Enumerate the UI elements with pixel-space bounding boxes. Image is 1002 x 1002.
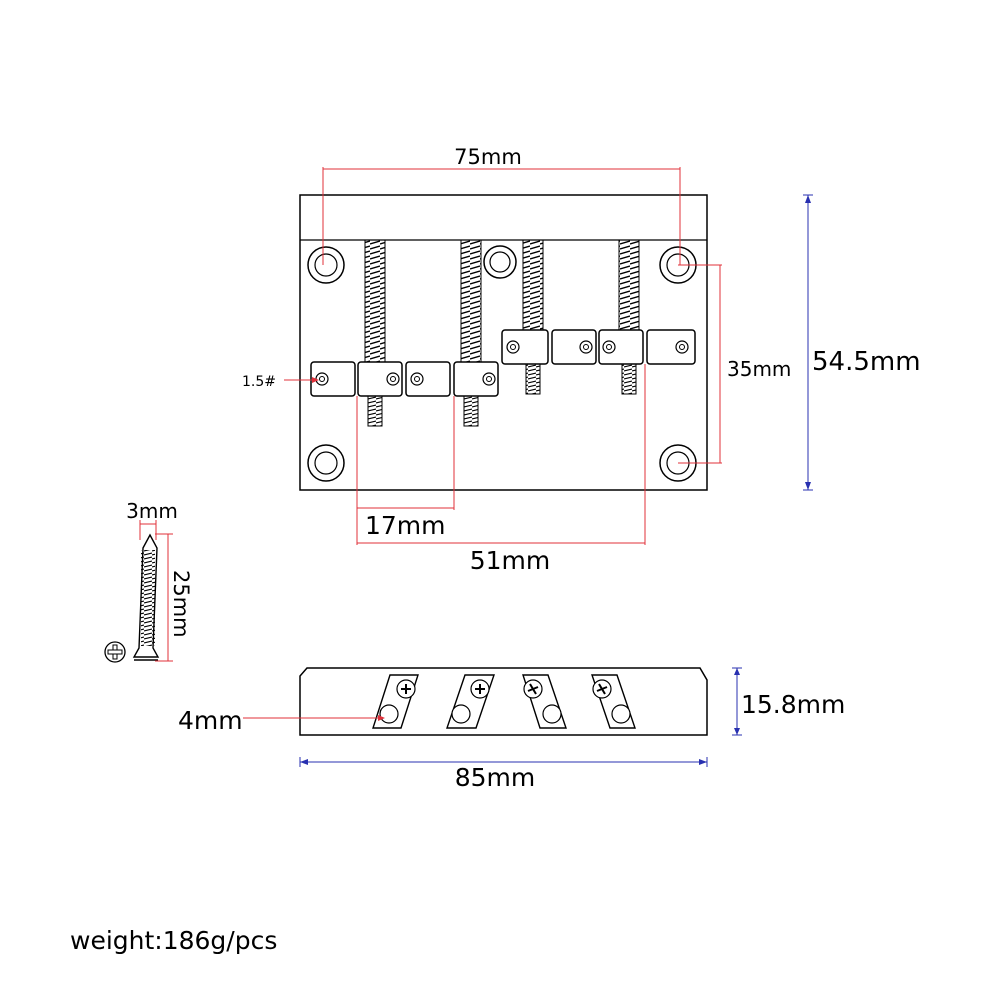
screw-head-icon (104, 641, 126, 663)
intonation-screw (364, 239, 386, 363)
dimension-3mm: 3mm (126, 499, 178, 540)
dimension-label: 4mm (178, 706, 243, 735)
mounting-hole (307, 246, 345, 284)
dimension-label: 15.8mm (741, 690, 845, 719)
screw-end (621, 363, 637, 395)
saddle (551, 329, 597, 365)
saddle (310, 361, 356, 397)
dimension-label: 3mm (126, 499, 178, 523)
dimension-51mm: 51mm (357, 364, 646, 575)
dimension-label: 25mm (169, 570, 193, 638)
saddle (501, 329, 549, 365)
saddle (357, 361, 403, 397)
intonation-screw (460, 239, 482, 363)
intonation-screw (618, 239, 640, 331)
saddle (453, 361, 499, 397)
screw-end (463, 395, 479, 427)
screw-end (525, 363, 541, 395)
dimension-75mm: 75mm (322, 145, 681, 265)
dimension-label: 35mm (727, 357, 791, 381)
bridge-top-view (299, 194, 708, 491)
dimension-label: 51mm (470, 546, 551, 575)
dimension-17mm: 17mm (356, 396, 455, 545)
dimension-label: 75mm (454, 145, 522, 169)
side-saddle (372, 674, 419, 729)
saddle (646, 329, 696, 365)
dimension-label: 17mm (365, 511, 446, 540)
dimension-25mm: 25mm (155, 533, 193, 662)
dimension-label: 85mm (455, 763, 536, 792)
dimension-54-5mm: 54.5mm (803, 194, 921, 491)
dimension-35mm: 35mm (678, 264, 791, 464)
side-saddle (522, 674, 567, 729)
mounting-hole (307, 444, 345, 482)
screw-end (367, 395, 383, 427)
saddle (598, 329, 644, 365)
dimension-4mm: 4mm (178, 706, 385, 735)
mounting-screw (132, 533, 160, 661)
saddle (405, 361, 451, 397)
dimension-85mm: 85mm (299, 757, 708, 792)
intonation-screw (522, 239, 544, 331)
dimension-15-8mm: 15.8mm (732, 667, 845, 736)
bridge-side-view (299, 667, 708, 736)
weight-text: weight:186g/pcs (70, 926, 278, 955)
dimension-label: 1.5# (242, 374, 276, 390)
mounting-hole (483, 245, 517, 279)
dimension-label: 54.5mm (812, 347, 921, 377)
dimension-1-5-set-screw: 1.5# (242, 374, 319, 390)
side-saddle (591, 674, 636, 729)
side-saddle (446, 674, 495, 729)
